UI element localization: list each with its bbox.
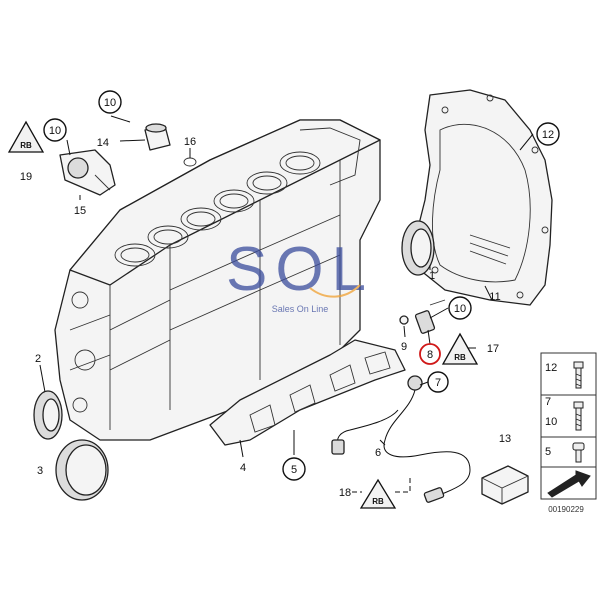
solenoid-valve — [59, 149, 116, 196]
crankshaft-sensor — [399, 299, 446, 334]
legend-row-2-label-b: 10 — [545, 416, 557, 428]
label-15: 15 — [74, 205, 86, 217]
watermark-tagline: Sales On Line — [272, 304, 329, 314]
bolt-icon — [573, 361, 584, 389]
callout-10-b: 10 — [43, 118, 67, 142]
front-shaft-seal — [33, 390, 63, 440]
label-9: 9 — [401, 341, 407, 353]
control-valve — [144, 123, 171, 151]
callout-8: 8 — [419, 343, 441, 365]
warning-triangle-icon: RB — [359, 478, 397, 509]
legend-row-3-label: 5 — [545, 446, 551, 458]
callout-5: 5 — [282, 457, 306, 481]
svg-text:10: 10 — [454, 303, 466, 315]
oil-deflector — [209, 339, 406, 446]
hardware-legend: 12 7 10 5 — [540, 352, 597, 500]
legend-row-1-label: 12 — [545, 362, 557, 374]
sealing-cap — [55, 439, 109, 501]
warning-triangle-icon: RB — [441, 332, 479, 365]
rear-shaft-seal — [401, 220, 435, 276]
label-4: 4 — [240, 462, 246, 474]
label-6: 6 — [375, 447, 381, 459]
diagram-code: 00190229 — [548, 505, 584, 514]
bolt-icon — [572, 442, 585, 463]
bolt-icon — [573, 401, 584, 431]
svg-text:10: 10 — [104, 97, 116, 109]
svg-text:10: 10 — [49, 125, 61, 137]
label-11: 11 — [489, 291, 500, 303]
svg-text:5: 5 — [291, 464, 297, 476]
label-16: 16 — [184, 136, 196, 148]
rear-cover-plate — [414, 89, 553, 306]
knock-sensor — [331, 375, 471, 503]
leader-lines — [39, 115, 534, 493]
label-17: 17 — [487, 343, 499, 355]
engine-block-icon — [54, 119, 381, 441]
svg-text:RB: RB — [20, 141, 32, 150]
callout-10-a: 10 — [98, 90, 122, 114]
label-3: 3 — [37, 465, 43, 477]
watermark-text: SOL — [226, 235, 374, 304]
o-ring — [183, 157, 197, 167]
label-18: 18 — [339, 487, 351, 499]
label-13: 13 — [499, 433, 511, 445]
watermark-logo: SOL Sales On Line — [226, 235, 374, 314]
callout-7: 7 — [427, 371, 449, 393]
callout-10-c: 10 — [448, 296, 472, 320]
callout-12: 12 — [536, 122, 560, 146]
svg-text:8: 8 — [427, 349, 433, 361]
label-19: 19 — [20, 171, 32, 183]
svg-text:7: 7 — [435, 377, 441, 389]
legend-row-2-label-a: 7 — [545, 396, 551, 408]
arrow-icon — [547, 470, 591, 498]
label-14: 14 — [97, 137, 109, 149]
svg-text:12: 12 — [542, 129, 554, 141]
svg-text:RB: RB — [372, 497, 384, 506]
warning-triangle-icon: RB — [7, 120, 45, 153]
label-1: 1 — [429, 270, 435, 282]
label-2: 2 — [35, 353, 41, 365]
svg-text:RB: RB — [454, 353, 466, 362]
gasket-icon — [481, 465, 529, 505]
